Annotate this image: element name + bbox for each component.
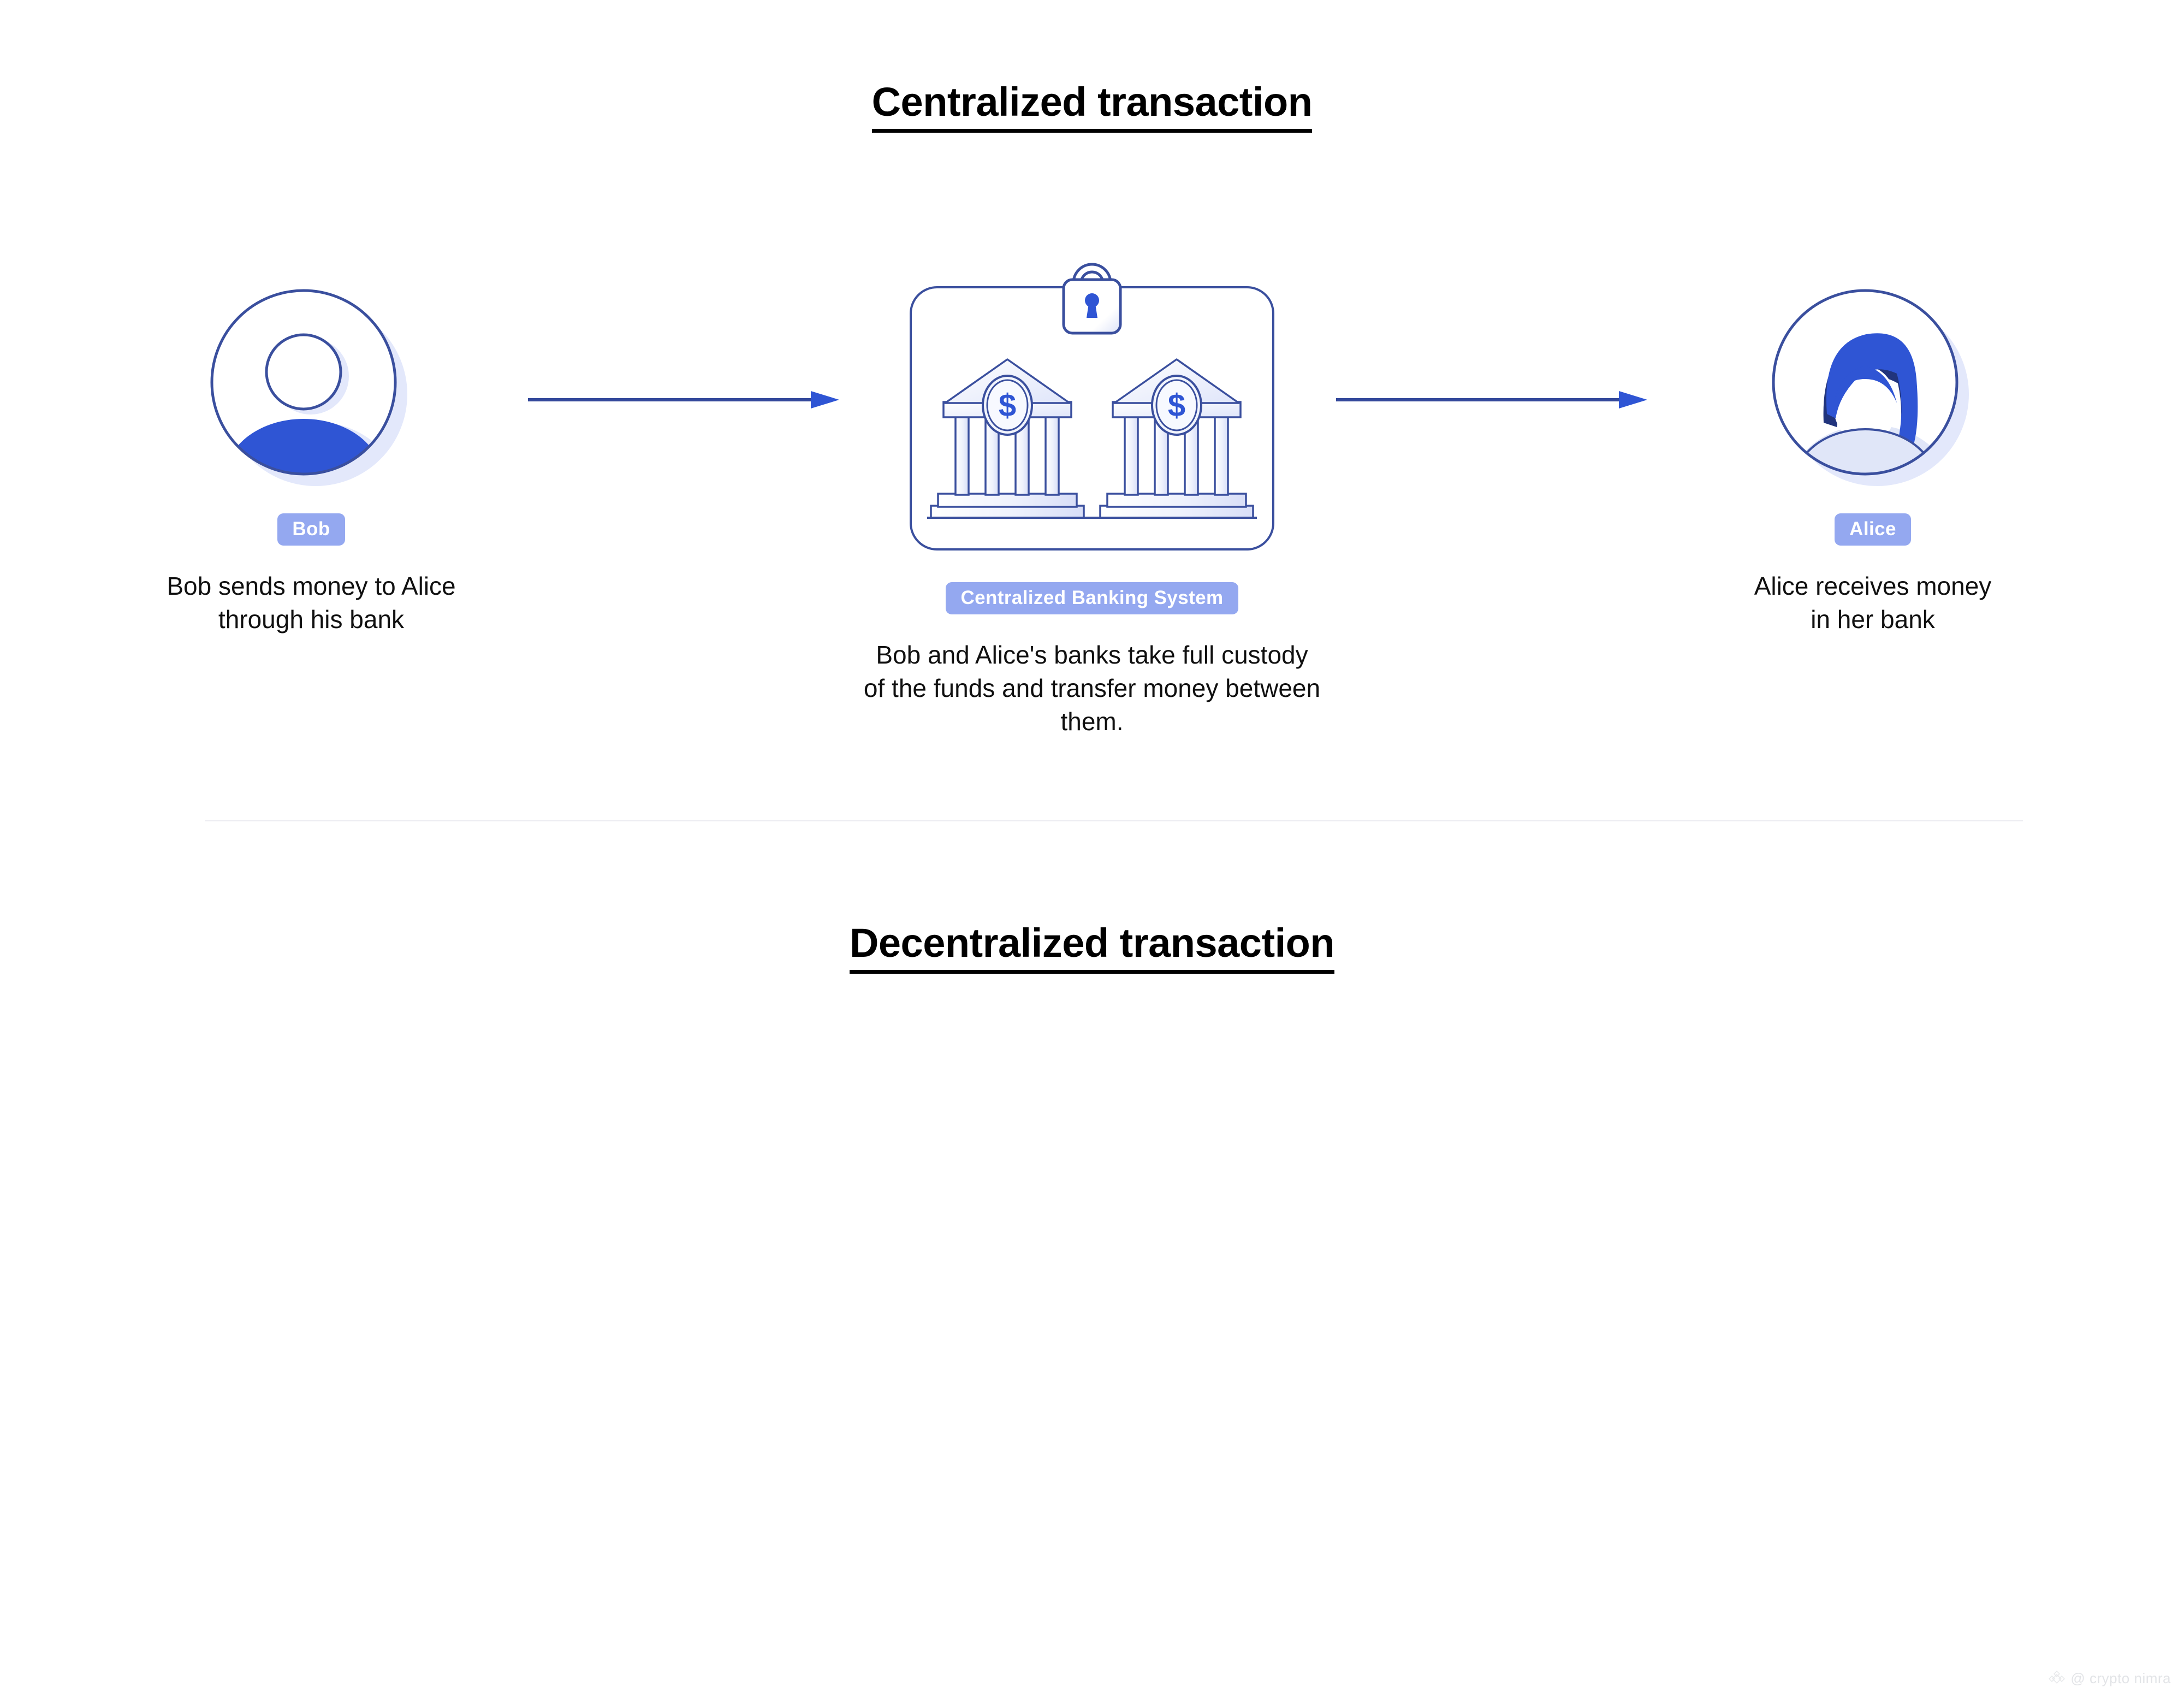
section-divider: [205, 820, 2023, 821]
section-centralized: Centralized transaction: [0, 0, 2184, 830]
centralized-intermediary-column: $ $: [857, 235, 1327, 739]
svg-text:$: $: [1168, 388, 1185, 423]
watermark: @ crypto nimra: [2049, 1670, 2171, 1687]
caption-centralized-receiver: Alice receives money in her bank: [1754, 572, 1992, 634]
caption-centralized-sender: Bob sends money to Alice through his ban…: [167, 572, 456, 634]
badge-alice: Alice: [1835, 513, 1911, 546]
centralized-flow-row: Bob Bob sends money to Alice through his…: [0, 235, 2184, 739]
watermark-handle: @ crypto nimra: [2070, 1670, 2171, 1686]
centralized-receiver-column: Alice Alice receives money in her bank: [1665, 235, 2080, 636]
bank-building-left: $: [930, 358, 1085, 519]
badge-bob: Bob: [277, 513, 345, 546]
section-title-decentralized-text: Decentralized transaction: [849, 923, 1335, 974]
section-title-centralized: Centralized transaction: [0, 82, 2184, 133]
lock-icon: [1062, 263, 1122, 335]
caption-centralized-intermediary: Bob and Alice's banks take full custody …: [863, 641, 1321, 736]
female-avatar-icon: [1772, 289, 1969, 486]
bank-building-right: $: [1099, 358, 1254, 519]
centralized-arrow-2-column: [1327, 235, 1665, 409]
centralized-sender-column: Bob Bob sends money to Alice through his…: [104, 235, 519, 636]
sender-badge-wrap: Bob: [277, 513, 345, 546]
receiver-badge-wrap: Alice: [1835, 513, 1911, 546]
section-title-centralized-text: Centralized transaction: [871, 82, 1313, 133]
badge-centralized-banking-system: Centralized Banking System: [946, 582, 1238, 614]
section-title-decentralized: Decentralized transaction: [0, 923, 2184, 974]
diamond-logo-icon: [2049, 1670, 2066, 1684]
svg-text:$: $: [999, 388, 1016, 423]
male-avatar-icon: [210, 289, 407, 486]
section-decentralized: Decentralized transaction: [0, 844, 2184, 1619]
arrow-right-icon: [528, 391, 839, 409]
bank-lock-icon: $ $: [910, 263, 1274, 550]
centralized-arrow-1-column: [519, 235, 857, 409]
intermediary-badge-wrap: Centralized Banking System: [946, 582, 1238, 614]
arrow-right-icon: [1336, 391, 1647, 409]
